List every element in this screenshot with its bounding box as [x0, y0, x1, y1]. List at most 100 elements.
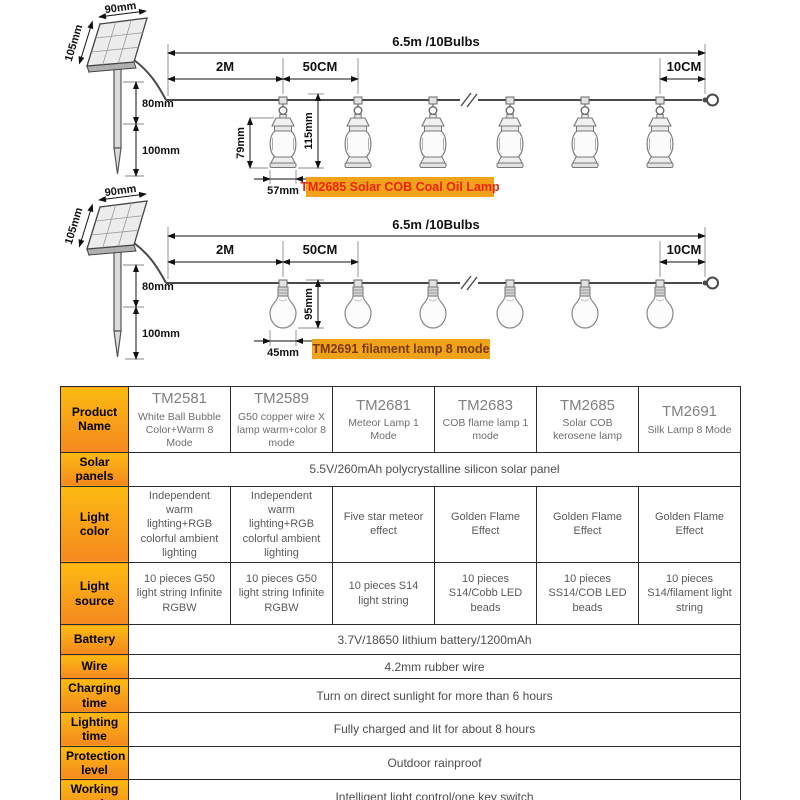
- light-color-cell: Independent warm lighting+RGB colorful a…: [128, 485, 231, 564]
- dim-tail: 10CM: [667, 242, 702, 257]
- dim-lead: 2M: [216, 242, 234, 257]
- model-name: TM2581: [151, 390, 208, 407]
- light-source-cell: 10 pieces SS14/COB LED beads: [536, 562, 639, 626]
- string-wire: [165, 91, 719, 109]
- charging-time-value: Turn on direct sunlight for more than 6 …: [128, 678, 741, 713]
- dim-panel-width: 90mm: [104, 0, 137, 16]
- dim-tail: 10CM: [667, 59, 702, 74]
- table-row: Lighting time Fully charged and lit for …: [60, 711, 741, 747]
- model-desc: Solar COB kerosene lamp: [553, 417, 622, 443]
- light-color-cell: Golden Flame Effect: [638, 485, 741, 564]
- row-label-solar-panels: Solar panels: [60, 451, 129, 487]
- dim-lamp-width: 57mm: [267, 185, 299, 197]
- table-row: Charging time Turn on direct sunlight fo…: [60, 678, 741, 713]
- lantern-lamp: [344, 96, 372, 169]
- caption-band: [306, 177, 494, 197]
- diagram-lantern-string: 90mm 105mm 80mm 100mm 2M 50CM 6.5m /10Bu…: [63, 0, 719, 197]
- row-label-working-mode: Working mode: [60, 779, 129, 800]
- dim-stake-lower: 100mm: [142, 328, 180, 340]
- battery-value: 3.7V/18650 lithium battery/1200mAh: [128, 624, 741, 656]
- light-source-cell: 10 pieces S14/filament light string: [638, 562, 741, 626]
- dim-stake-upper: 80mm: [142, 98, 174, 110]
- lantern-lamp: [269, 96, 297, 169]
- table-row: Light color Independent warm lighting+RG…: [60, 485, 741, 564]
- table-row: Battery 3.7V/18650 lithium battery/1200m…: [60, 624, 741, 656]
- row-label-light-source: Light source: [60, 562, 129, 626]
- dim-lamp-width: 45mm: [267, 347, 299, 359]
- model-desc: G50 copper wire X lamp warm+color 8 mode: [237, 410, 326, 449]
- dim-lamp-body-height: 79mm: [235, 127, 247, 159]
- model-desc: Silk Lamp 8 Mode: [647, 423, 732, 436]
- model-cell: TM2681 Meteor Lamp 1 Mode: [332, 386, 435, 453]
- dim-total: 6.5m /10Bulbs: [392, 34, 479, 49]
- model-desc: White Ball Bubble Color+Warm 8 Mode: [138, 410, 221, 449]
- table-row: Product Name TM2581 White Ball Bubble Co…: [60, 386, 741, 453]
- light-source-cell: 10 pieces S14/Cobb LED beads: [434, 562, 537, 626]
- dim-total: 6.5m /10Bulbs: [392, 217, 479, 232]
- diagram-caption: TM2685 Solar COB Coal Oil Lamp: [300, 180, 500, 194]
- product-diagrams: 90mm 105mm 80mm 100mm 2M 50CM 6.5m /10Bu…: [63, 0, 719, 360]
- model-name: TM2589: [253, 390, 310, 407]
- dim-stake-upper: 80mm: [142, 281, 174, 293]
- wire-value: 4.2mm rubber wire: [128, 654, 741, 680]
- dim-spacing: 50CM: [303, 242, 338, 257]
- table-row: Light source 10 pieces G50 light string …: [60, 562, 741, 626]
- dim-lamp-overall-height: 95mm: [303, 288, 315, 320]
- light-color-cell: Golden Flame Effect: [536, 485, 639, 564]
- working-mode-value: Intelligent light control/one key switch: [128, 779, 741, 800]
- filament-bulb: [571, 279, 599, 329]
- row-label-product: Product Name: [60, 386, 129, 453]
- string-dimensions: [168, 227, 705, 279]
- filament-bulb: [344, 279, 372, 329]
- diagram-bulb-string: 90mm 105mm 80mm 100mm 2M 50CM 6.5m /10Bu…: [63, 183, 719, 360]
- string-wire: [165, 274, 719, 292]
- protection-level-value: Outdoor rainproof: [128, 745, 741, 781]
- dim-lamp-overall-height: 115mm: [303, 112, 315, 150]
- model-cell: TM2691 Silk Lamp 8 Mode: [638, 386, 741, 453]
- model-name: TM2683: [457, 396, 514, 414]
- dim-panel-height: 105mm: [63, 23, 86, 63]
- row-label-lighting-time: Lighting time: [60, 711, 129, 747]
- filament-bulb: [419, 279, 447, 329]
- model-desc: Meteor Lamp 1 Mode: [348, 417, 419, 443]
- row-label-charging-time: Charging time: [60, 678, 129, 713]
- table-row: Working mode Intelligent light control/o…: [60, 779, 741, 800]
- row-label-battery: Battery: [60, 624, 129, 656]
- lantern-lamp: [571, 96, 599, 169]
- lantern-lamp: [419, 96, 447, 169]
- dim-spacing: 50CM: [303, 59, 338, 74]
- model-cell: TM2683 COB flame lamp 1 mode: [434, 386, 537, 453]
- lantern-lamp: [496, 96, 524, 169]
- filament-bulb: [646, 279, 674, 329]
- spec-table: Product Name TM2581 White Ball Bubble Co…: [60, 386, 741, 800]
- dim-lead: 2M: [216, 59, 234, 74]
- string-dimensions: [168, 44, 705, 96]
- model-name: TM2691: [661, 403, 718, 421]
- dim-panel-width: 90mm: [104, 183, 137, 199]
- table-row: Solar panels 5.5V/260mAh polycrystalline…: [60, 451, 741, 487]
- model-cell: TM2685 Solar COB kerosene lamp: [536, 386, 639, 453]
- light-source-cell: 10 pieces S14 light string: [332, 562, 435, 626]
- model-cell: TM2581 White Ball Bubble Color+Warm 8 Mo…: [128, 386, 231, 453]
- lantern-lamp: [646, 96, 674, 169]
- light-color-cell: Golden Flame Effect: [434, 485, 537, 564]
- table-row: Protection level Outdoor rainproof: [60, 745, 741, 781]
- light-color-cell: Five star meteor effect: [332, 485, 435, 564]
- row-label-light-color: Light color: [60, 485, 129, 564]
- light-color-cell: Independent warm lighting+RGB colorful a…: [230, 485, 333, 564]
- dim-panel-height: 105mm: [63, 206, 86, 246]
- row-label-protection-level: Protection level: [60, 745, 129, 781]
- dim-stake-lower: 100mm: [142, 145, 180, 157]
- model-cell: TM2589 G50 copper wire X lamp warm+color…: [230, 386, 333, 453]
- model-desc: COB flame lamp 1 mode: [442, 417, 529, 443]
- model-name: TM2685: [559, 396, 616, 414]
- light-source-cell: 10 pieces G50 light string Infinite RGBW: [128, 562, 231, 626]
- diagram-caption: TM2691 filament lamp 8 mode: [312, 342, 489, 356]
- lighting-time-value: Fully charged and lit for about 8 hours: [128, 711, 741, 747]
- solar-panels-value: 5.5V/260mAh polycrystalline silicon sola…: [128, 451, 741, 487]
- filament-bulb: [496, 279, 524, 329]
- row-label-wire: Wire: [60, 654, 129, 680]
- model-name: TM2681: [355, 396, 412, 414]
- filament-bulb: [269, 279, 297, 329]
